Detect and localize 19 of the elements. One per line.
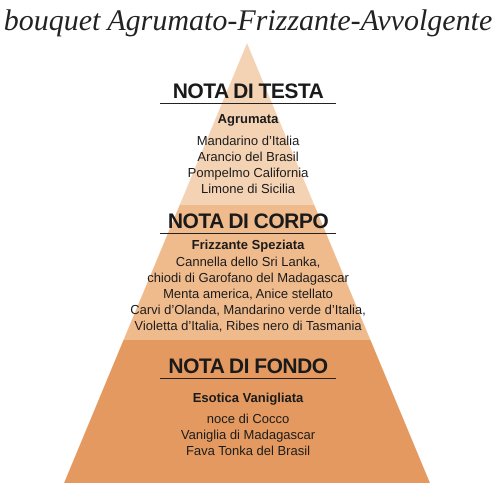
ingredient-text: Violetta d’Italia, Ribes nero di Tasmania	[134, 318, 362, 334]
section-subheading: Esotica Vanigliata	[192, 390, 304, 406]
ingredient-text: Carvi d’Olanda, Mandarino verde d’Italia,	[130, 302, 366, 318]
ingredient-text: Arancio del Brasil	[197, 149, 299, 165]
ingredient-text: Limone di Sicilia	[201, 181, 295, 197]
ingredient-text: Mandarino d’Italia	[196, 133, 300, 149]
section-heading: NOTA DI FONDO	[160, 356, 336, 379]
ingredient-text: Vaniglia di Madagascar	[180, 427, 316, 443]
section-heading: NOTA DI CORPO	[160, 211, 336, 234]
section-heading: NOTA DI TESTA	[160, 81, 336, 104]
title: bouquet Agrumato-Frizzante-Avvolgente	[2, 4, 494, 38]
section-subheading: Frizzante Speziata	[192, 237, 304, 253]
section-subheading: Agrumata	[218, 111, 278, 127]
ingredient-text: noce di Cocco	[206, 411, 290, 427]
ingredient-text: Pompelmo California	[188, 165, 308, 181]
ingredient-text: Fava Tonka del Brasil	[186, 443, 310, 459]
ingredient-text: Cannella dello Sri Lanka,	[176, 254, 320, 270]
ingredient-text: Menta america, Anice stellato	[163, 286, 333, 302]
ingredient-text: chiodi di Garofano del Madagascar	[147, 270, 349, 286]
